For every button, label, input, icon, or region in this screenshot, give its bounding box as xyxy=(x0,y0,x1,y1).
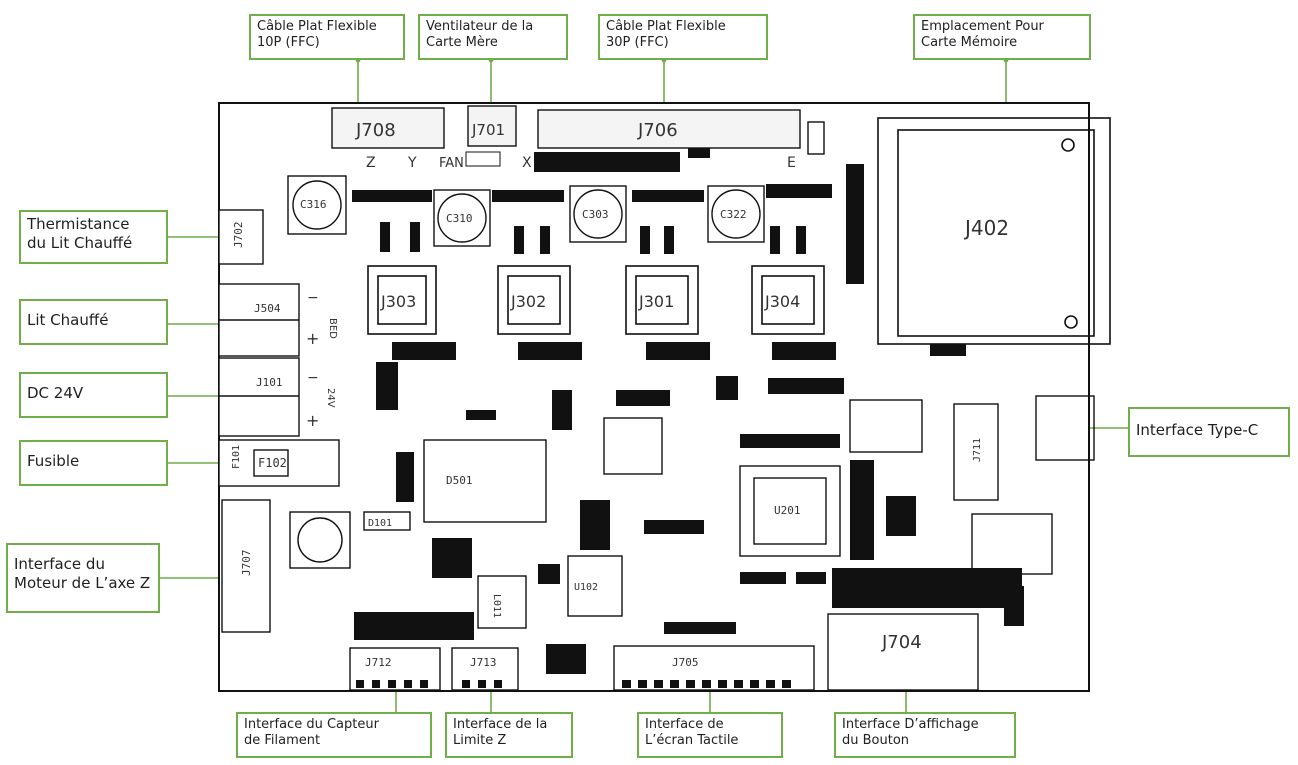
d501-component xyxy=(423,439,547,523)
label-dc-24v: DC 24V xyxy=(19,372,168,418)
silkscreen-label: J702 xyxy=(232,222,245,249)
j304-label: J304 xyxy=(764,292,800,311)
j708-label: J708 xyxy=(355,120,396,141)
silkscreen-label: J712 xyxy=(365,656,392,669)
silkscreen-label: L011 xyxy=(491,594,502,618)
silkscreen-label: C316 xyxy=(300,198,327,211)
j701-label: J701 xyxy=(471,121,505,139)
j708-connector xyxy=(331,107,445,149)
j705-connector xyxy=(613,645,815,691)
capacitors xyxy=(287,175,765,569)
silk-fan: FAN xyxy=(439,156,464,171)
silkscreen-label: − xyxy=(307,370,319,386)
j302-label: J302 xyxy=(510,292,546,311)
silkscreen-label: C310 xyxy=(446,212,473,225)
silkscreen-label: J705 xyxy=(672,656,699,669)
silkscreen-label: J504 xyxy=(254,302,281,315)
silkscreen-label: F101 xyxy=(231,445,242,469)
fuse-block xyxy=(218,439,340,487)
j711-connector xyxy=(953,403,999,501)
silkscreen-label: BED xyxy=(327,318,338,339)
silk-e: E xyxy=(787,155,796,171)
silkscreen-label: C303 xyxy=(582,208,609,221)
label-type-c-interface: Interface Type-C xyxy=(1128,407,1290,457)
j706-connector xyxy=(537,109,801,149)
j706-label: J706 xyxy=(637,120,678,141)
silkscreen-label: J711 xyxy=(972,438,983,462)
silkscreen-label: + xyxy=(306,411,319,430)
j402-label: J402 xyxy=(963,216,1009,240)
silkscreen-label: D101 xyxy=(368,518,392,529)
silkscreen-label: J704 xyxy=(881,632,922,653)
silkscreen-label: C322 xyxy=(720,208,747,221)
j101-connector xyxy=(218,357,300,437)
sd-card-slot: J402 xyxy=(877,117,1111,345)
silkscreen-label: U102 xyxy=(574,582,598,593)
silkscreen-label: 24V xyxy=(325,388,336,408)
silkscreen-label: − xyxy=(307,290,319,306)
silkscreen-label: U201 xyxy=(774,504,801,517)
silk-z: Z xyxy=(366,155,376,171)
j704-connector xyxy=(827,613,979,691)
j707-connector xyxy=(221,499,271,633)
j303-label: J303 xyxy=(380,292,416,311)
label-heated-bed: Lit Chauffé xyxy=(19,299,168,345)
j702-connector xyxy=(218,209,264,265)
silkscreen-label: J707 xyxy=(240,550,253,577)
silkscreen-label: J101 xyxy=(256,376,283,389)
silkscreen-label: D501 xyxy=(446,474,473,487)
j301-label: J301 xyxy=(638,292,674,311)
silk-y: Y xyxy=(407,155,417,171)
silkscreen-label: J713 xyxy=(470,656,497,669)
smd-components xyxy=(352,164,1024,674)
silk-x: X xyxy=(522,155,532,171)
silkscreen-label: + xyxy=(306,329,319,348)
silkscreen-label: F102 xyxy=(258,456,287,470)
label-fuse: Fusible xyxy=(19,440,168,486)
